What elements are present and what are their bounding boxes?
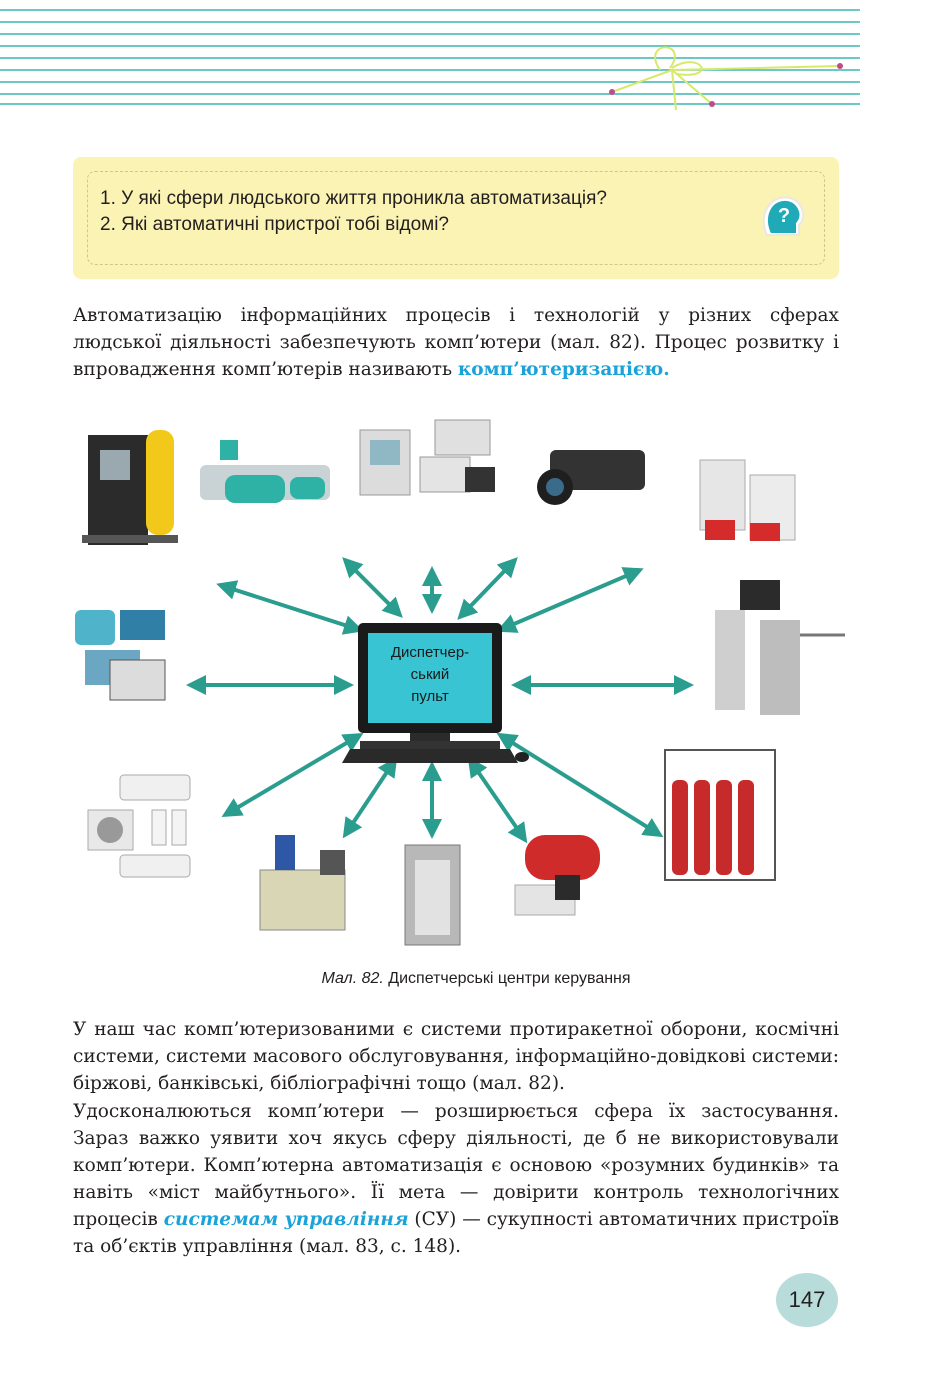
caption-label: Мал. 82.	[321, 970, 384, 987]
questions-box-border: 1. У які сфери людського життя проникла …	[87, 171, 825, 265]
control-systems-text-before: Удосконалюються комп’ютери — розширюєтьс…	[73, 1101, 839, 1230]
monitor-label-line2: ський	[411, 666, 450, 683]
pump-station-image	[200, 440, 330, 503]
industrial-unit-image	[82, 430, 178, 545]
question-item: 2. Які автоматичні пристрої тобі відомі?	[100, 214, 449, 235]
figure-caption: Мал. 82. Диспетчерські центри керування	[0, 970, 952, 988]
ribbon-bow-icon	[611, 46, 841, 110]
security-camera-image	[537, 450, 645, 505]
question-head-icon: ?	[762, 196, 805, 236]
computerized-systems-paragraph: У наш час комп’ютеризованими є системи п…	[73, 1019, 839, 1094]
intro-text: Автоматизацію інформаційних процесів і т…	[73, 305, 839, 380]
page-number: 147	[776, 1273, 838, 1327]
gas-cylinders-image	[664, 749, 776, 881]
control-panels-image	[359, 419, 495, 496]
monitor-label-line1: Диспетчер-	[391, 644, 469, 661]
turnstile-image	[715, 580, 845, 715]
questions-list: 1. У які сфери людського життя проникла …	[100, 186, 607, 238]
questions-box: 1. У які сфери людського життя проникла …	[73, 157, 839, 279]
air-conditioner-image	[87, 774, 191, 878]
monitor-label-line3: пульт	[411, 688, 449, 705]
dispatch-console-computer: Диспетчер- ський пульт	[342, 623, 529, 763]
question-item: 1. У які сфери людського життя проникла …	[100, 188, 607, 209]
hydraulic-unit-image	[259, 835, 346, 931]
caption-text: Диспетчерські центри керування	[383, 970, 631, 987]
dispatch-centers-figure: Диспетчер- ський пульт	[75, 419, 845, 946]
connection-arrows	[186, 557, 694, 844]
intro-paragraph: Автоматизацію інформаційних процесів і т…	[73, 302, 839, 383]
term-computerization: комп’ютеризацією.	[457, 359, 670, 380]
svg-text:?: ?	[778, 205, 790, 227]
elevator-cabin-image	[404, 844, 461, 946]
term-control-systems: системам управління	[163, 1209, 409, 1230]
fire-alarm-panels-image	[699, 459, 796, 541]
control-systems-paragraph: Удосконалюються комп’ютери — розширюєтьс…	[73, 1098, 839, 1260]
control-systems-text-after: (СУ) — сукупності автоматичних пристроїв…	[73, 1209, 839, 1257]
fire-suppression-image	[514, 835, 600, 916]
header-lines-decoration	[0, 9, 860, 110]
flow-meter-image	[75, 610, 166, 701]
